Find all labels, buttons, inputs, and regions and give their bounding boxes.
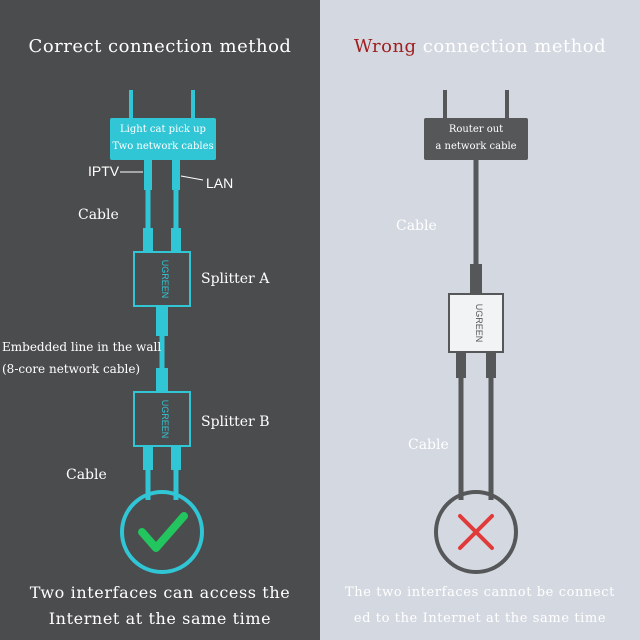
lan-plug: [172, 160, 180, 190]
router-line-1: Router out: [448, 124, 504, 135]
check-icon: [138, 512, 188, 552]
wrong-word: Wrong: [353, 36, 417, 57]
modem-line-2: Two network cables: [112, 141, 214, 152]
wrong-cable-bottom-label: Cable: [408, 437, 449, 453]
splitter-brand: UGREEN: [474, 304, 484, 343]
splitter-b-label: Splitter B: [201, 414, 270, 430]
splitter-a-label: Splitter A: [201, 271, 270, 287]
wrong-method-panel: UGREEN Wrong connection method Router ou…: [320, 0, 640, 640]
splitter-a-brand: UGREEN: [160, 260, 170, 299]
splitter-b-plug-left: [143, 446, 153, 470]
embedded-plug-bottom: [156, 368, 168, 392]
embedded-plug-top: [156, 306, 168, 336]
splitter-a-plug-right: [171, 228, 181, 252]
correct-result-line-1: Two interfaces can access the: [29, 583, 291, 602]
lan-pointer: [180, 175, 204, 181]
iptv-label: IPTV: [88, 163, 120, 179]
router-line-2: a network cable: [435, 141, 517, 152]
splitter-b-body: [133, 391, 191, 447]
correct-title: Correct connection method: [28, 36, 292, 57]
embedded-line-label-1: Embedded line in the wall: [2, 340, 162, 354]
router-box: Router out a network cable: [424, 118, 528, 160]
embedded-line-label-2: (8-core network cable): [2, 362, 141, 376]
wrong-cable-top-label: Cable: [396, 218, 437, 234]
cross-icon-b: [458, 514, 494, 550]
modem-line-1: Light cat pick up: [120, 124, 206, 135]
splitter-b-plug-right: [171, 446, 181, 470]
wrong-result-text: The two interfaces cannot be connect ed …: [320, 580, 640, 632]
wrong-title-rest: connection method: [416, 36, 607, 57]
correct-result-line-2: Internet at the same time: [48, 609, 272, 628]
wrong-result-line-2: ed to the Internet at the same time: [353, 611, 607, 626]
splitter-out-plug-right: [486, 352, 496, 378]
correct-wiring-graphic: UGREEN UGREEN: [120, 90, 204, 574]
wrong-title: Wrong connection method: [320, 36, 640, 57]
splitter-body: [448, 293, 504, 353]
splitter-out-plug-left: [456, 352, 466, 378]
lan-label: LAN: [206, 175, 234, 191]
result-circle: [120, 490, 204, 574]
optical-modem-box: Light cat pick up Two network cables: [110, 118, 216, 160]
correct-result-text: Two interfaces can access the Internet a…: [0, 580, 320, 632]
splitter-b-brand: UGREEN: [160, 400, 170, 439]
cable-top-label: Cable: [78, 207, 119, 223]
wrong-wiring-graphic: UGREEN: [434, 90, 518, 574]
wrong-result-line-1: The two interfaces cannot be connect: [345, 585, 615, 600]
wrong-result-circle: [434, 490, 518, 574]
splitter-input-plug: [470, 264, 482, 294]
cable-bottom-label: Cable: [66, 467, 107, 483]
correct-method-panel: UGREEN UGREEN Correct connection method …: [0, 0, 320, 640]
iptv-plug: [144, 160, 152, 190]
splitter-a-plug-left: [143, 228, 153, 252]
